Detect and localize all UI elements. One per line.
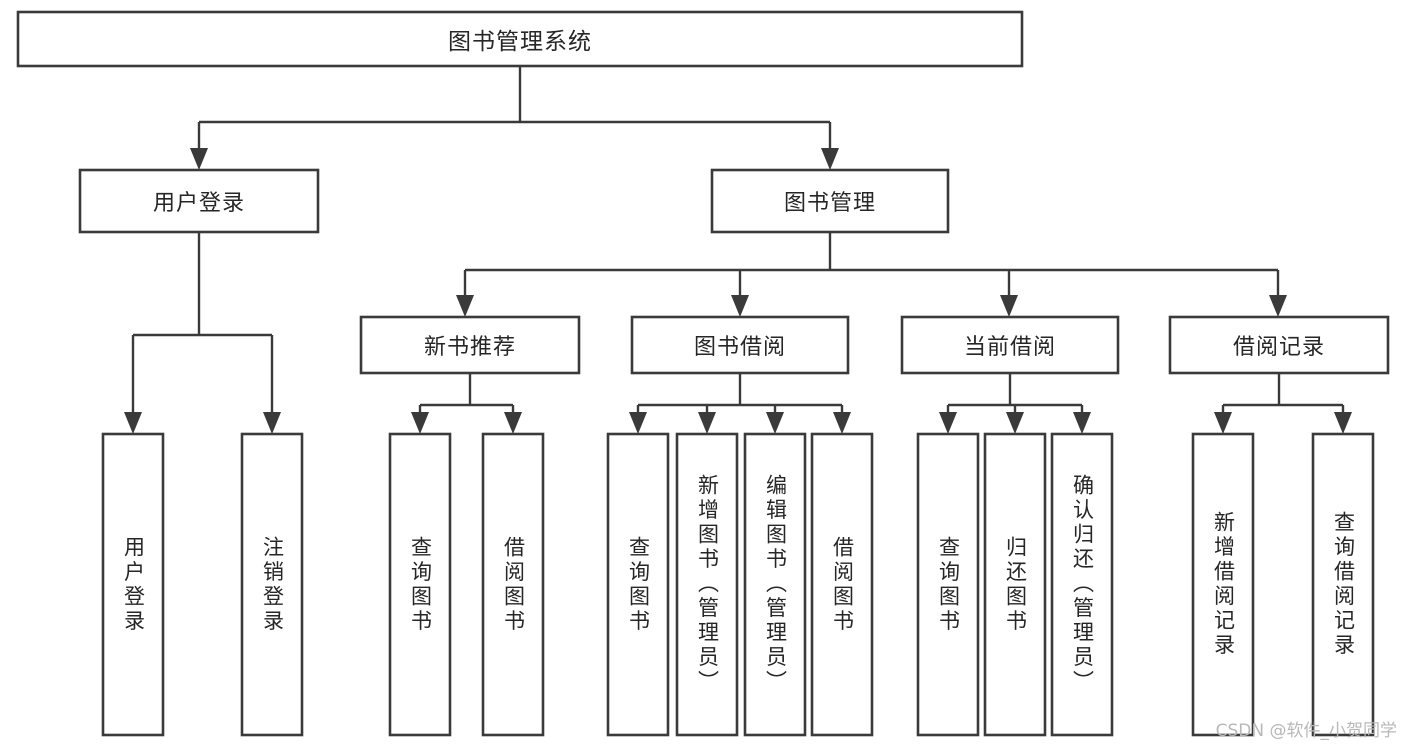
node-box-level3-1[interactable] <box>630 315 850 375</box>
arrow-to-leaf-user-1 <box>263 412 281 434</box>
node-box-leaf-7[interactable] <box>810 432 874 737</box>
arrow-to-leaf-1-2 <box>766 412 784 434</box>
node-box-leaf-4[interactable] <box>606 432 670 737</box>
node-box-leaf-12[interactable] <box>1311 432 1375 737</box>
node-box-level3-3[interactable] <box>1168 315 1390 375</box>
node-box-leaf-5[interactable] <box>675 432 739 737</box>
node-box-leaf-11[interactable] <box>1191 432 1255 737</box>
node-box-level2-0[interactable] <box>78 168 320 234</box>
boxes-layer <box>16 10 1390 737</box>
arrow-to-level2-0 <box>190 148 208 170</box>
node-box-leaf-8[interactable] <box>916 432 980 737</box>
arrow-to-level2-1 <box>821 148 839 170</box>
arrow-to-leaf-1-1 <box>698 412 716 434</box>
arrow-to-leaf-2-1 <box>1006 412 1024 434</box>
arrow-to-level3-1 <box>731 295 749 317</box>
node-box-leaf-1[interactable] <box>240 432 304 737</box>
node-box-leaf-3[interactable] <box>481 432 545 737</box>
node-box-leaf-0[interactable] <box>101 432 165 737</box>
arrow-to-leaf-3-1 <box>1334 412 1352 434</box>
arrow-to-leaf-1-3 <box>833 412 851 434</box>
connectors-layer <box>124 66 1352 434</box>
node-box-level2-1[interactable] <box>710 168 950 234</box>
arrow-to-level3-3 <box>1269 295 1287 317</box>
node-box-root-0[interactable] <box>16 10 1024 68</box>
node-box-level3-2[interactable] <box>900 315 1120 375</box>
arrow-to-leaf-0-0 <box>411 412 429 434</box>
node-box-leaf-2[interactable] <box>388 432 452 737</box>
arrow-to-level3-2 <box>1000 295 1018 317</box>
arrow-to-leaf-3-0 <box>1214 412 1232 434</box>
arrow-to-leaf-1-0 <box>629 412 647 434</box>
arrow-to-leaf-user-0 <box>124 412 142 434</box>
node-box-level3-0[interactable] <box>359 315 581 375</box>
arrow-to-level3-0 <box>456 295 474 317</box>
arrow-to-leaf-0-1 <box>504 412 522 434</box>
node-box-leaf-9[interactable] <box>983 432 1047 737</box>
arrow-to-leaf-2-0 <box>939 412 957 434</box>
node-box-leaf-6[interactable] <box>743 432 807 737</box>
node-box-leaf-10[interactable] <box>1050 432 1114 737</box>
arrow-to-leaf-2-2 <box>1073 412 1091 434</box>
